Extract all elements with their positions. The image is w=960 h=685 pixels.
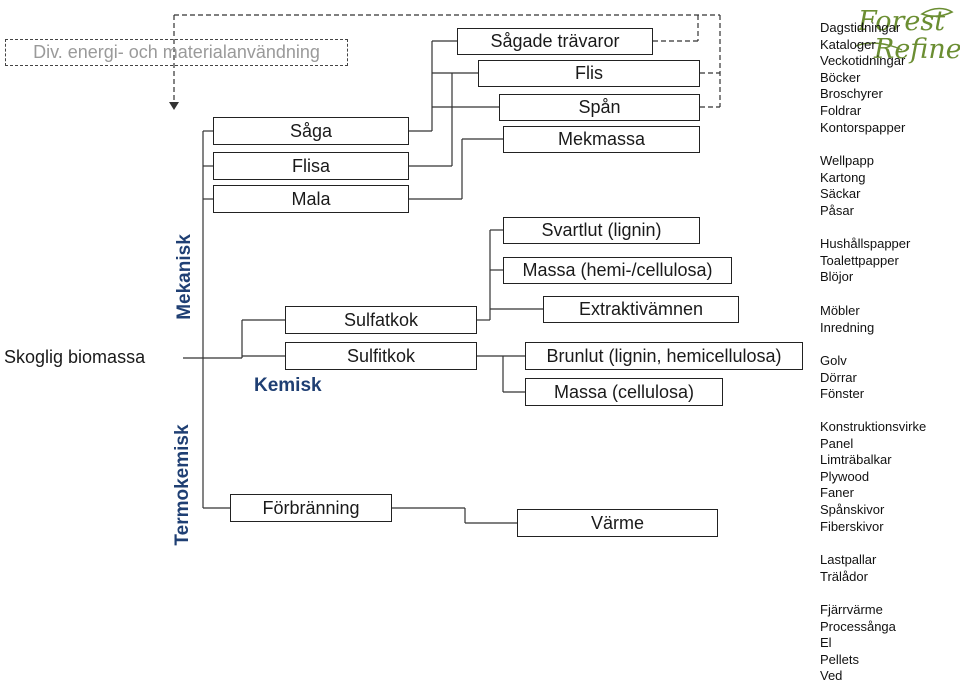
category-item: Konstruktionsvirke	[820, 419, 927, 434]
category-item: Plywood	[820, 468, 870, 484]
category-item: Inredning	[820, 319, 875, 335]
category-item: Fiberskivor	[820, 518, 884, 534]
category-item: Ved	[820, 668, 843, 684]
category-item: Möbler	[820, 303, 860, 318]
category-item: Lastpallar	[820, 552, 877, 567]
category-item: Processånga	[820, 618, 896, 634]
category-item: Faner	[820, 485, 854, 501]
category-list-hygiene: Hushållspapper Toalettpapper Blöjor	[820, 236, 910, 286]
category-list-packaging: Wellpapp Kartong Säckar Påsar	[820, 153, 874, 219]
category-item: Foldrar	[820, 102, 862, 118]
logo-line-2: Refine	[874, 34, 960, 65]
process-mala: Mala	[213, 185, 409, 213]
process-saga: Såga	[213, 117, 409, 145]
category-item: Spånskivor	[820, 501, 885, 517]
category-item: Dörrar	[820, 369, 857, 385]
branch-mekanisk: Mekanisk	[174, 234, 195, 320]
category-item: Kontorspapper	[820, 119, 906, 135]
category-item: Hushållspapper	[820, 236, 911, 251]
category-item: Golv	[820, 353, 847, 368]
category-list-construction: Konstruktionsvirke Panel Limträbalkar Pl…	[820, 419, 926, 535]
product-brunlut: Brunlut (lignin, hemicellulosa)	[525, 342, 803, 370]
product-massa-cellulosa: Massa (cellulosa)	[525, 378, 723, 406]
category-item: Broschyrer	[820, 86, 883, 102]
category-item: Påsar	[820, 202, 854, 218]
product-extraktivamnen: Extraktivämnen	[543, 296, 739, 323]
process-flisa: Flisa	[213, 152, 409, 180]
product-flis: Flis	[478, 60, 700, 87]
category-item: Dagstidningar	[820, 20, 901, 35]
category-item: Blöjor	[820, 269, 854, 285]
product-span: Spån	[499, 94, 700, 121]
logo-line-1: Forest	[858, 6, 946, 37]
process-forbranning: Förbränning	[230, 494, 392, 522]
category-item: El	[820, 635, 832, 651]
category-item: Veckotidningar	[820, 53, 906, 69]
category-list-print: Dagstidningar Kataloger Veckotidningar B…	[820, 20, 905, 136]
product-sagade-travaror: Sågade trävaror	[457, 28, 653, 55]
category-item: Limträbalkar	[820, 452, 892, 468]
category-item: Fjärrvärme	[820, 602, 883, 617]
branch-kemisk: Kemisk	[254, 375, 322, 396]
branch-termokemisk: Termokemisk	[172, 424, 193, 546]
category-item: Panel	[820, 435, 854, 451]
category-item: Trälådor	[820, 568, 868, 584]
product-svartlut: Svartlut (lignin)	[503, 217, 700, 244]
forest-refine-logo: Forest Refine	[830, 4, 960, 68]
category-item: Pellets	[820, 651, 860, 667]
category-item: Kataloger	[820, 36, 876, 52]
product-varme: Värme	[517, 509, 718, 537]
category-item: Toalettpapper	[820, 252, 899, 268]
category-list-energy: Fjärrvärme Processånga El Pellets Ved	[820, 602, 896, 685]
category-item: Wellpapp	[820, 153, 874, 168]
category-item: Böcker	[820, 69, 861, 85]
source-label: Skoglig biomassa	[4, 347, 146, 367]
category-item: Fönster	[820, 386, 865, 402]
category-item: Säckar	[820, 186, 861, 202]
process-sulfatkok: Sulfatkok	[285, 306, 477, 334]
product-mekmassa: Mekmassa	[503, 126, 700, 153]
category-list-joinery: Golv Dörrar Fönster	[820, 353, 864, 403]
category-item: Kartong	[820, 169, 866, 185]
process-sulfitkok: Sulfitkok	[285, 342, 477, 370]
product-massa-hemi: Massa (hemi-/cellulosa)	[503, 257, 732, 284]
category-list-furniture: Möbler Inredning	[820, 303, 874, 336]
category-list-pallets: Lastpallar Trälådor	[820, 552, 876, 585]
misc-usage-box: Div. energi- och materialanvändning	[5, 39, 348, 66]
